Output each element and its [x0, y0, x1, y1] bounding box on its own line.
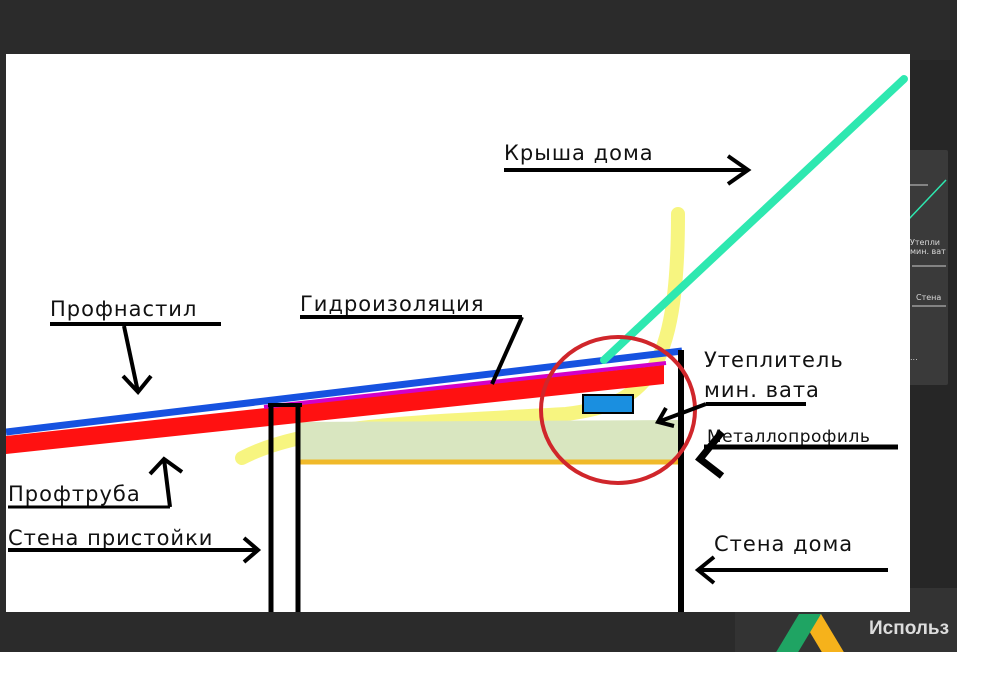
arrow-profile-pipe-line — [162, 458, 172, 508]
arrow-insulation-head — [654, 407, 675, 428]
arrow-profnastil-head — [121, 374, 153, 396]
waterproofing-line — [263, 361, 667, 409]
arrow-house-head — [694, 555, 716, 585]
bg-card-line-1: Утепли — [910, 238, 940, 247]
google-drive-icon — [776, 614, 844, 652]
lightbox-overlay[interactable]: Утепли мин. ват Стена ... Использ — [0, 0, 957, 652]
arrow-profile-pipe-head — [148, 456, 184, 476]
arrow-metal-head — [695, 429, 725, 479]
background-bottom-text: Использ — [869, 618, 950, 639]
bg-card-line-3: Стена — [916, 293, 941, 302]
diagram-image: Крыша дома Профнастил Гидроизоляция Утеп… — [6, 54, 910, 612]
label-profile-pipe: Профтруба — [8, 482, 141, 506]
label-insulation-line1: Утеплитель — [704, 348, 844, 372]
roof-line — [600, 75, 908, 364]
label-profnastil: Профнастил — [50, 297, 197, 321]
arrow-roof-head — [726, 154, 752, 186]
arrow-annex-head — [242, 536, 262, 564]
insulation-fill — [298, 420, 678, 462]
label-metal-profile: Металлопрофиль — [707, 427, 870, 447]
profnastil-line — [6, 347, 683, 436]
arrow-insulation-line — [657, 402, 707, 424]
label-waterproofing: Гидроизоляция — [300, 292, 484, 316]
label-roof: Крыша дома — [504, 141, 654, 165]
bg-card-line-2: мин. ват — [910, 247, 946, 256]
bg-card-line-4: ... — [910, 353, 918, 362]
label-insulation-line2: мин. вата — [704, 378, 820, 402]
arrow-waterproofing-line — [490, 316, 524, 385]
label-house-wall: Стена дома — [714, 532, 853, 556]
insulation-block — [582, 394, 634, 414]
profile-pipe-beam — [6, 365, 664, 454]
arrow-profnastil-line — [122, 325, 140, 393]
background-thumbnail-image: Утепли мин. ват Стена ... — [907, 179, 947, 362]
roof-junction-diagram: Крыша дома Профнастил Гидроизоляция Утеп… — [6, 75, 908, 612]
label-annex-wall: Стена пристойки — [8, 526, 213, 550]
